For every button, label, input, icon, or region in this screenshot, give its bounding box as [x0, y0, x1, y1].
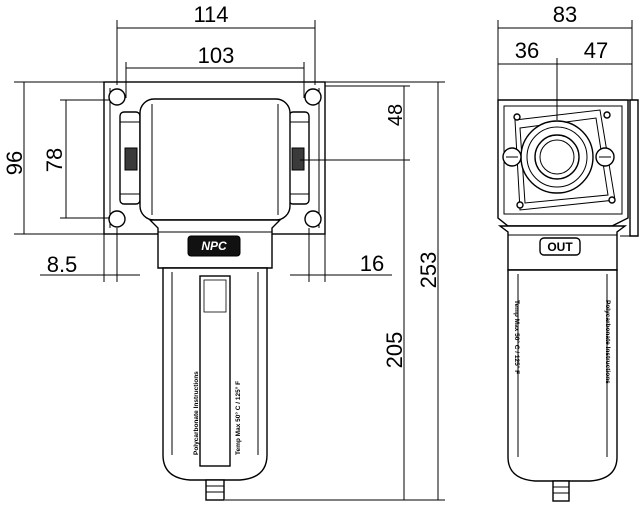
dim-103: 103: [198, 43, 235, 68]
out-port-label-box: [539, 237, 581, 256]
side-bowl-text-left: Temp Max 50° C / 125° F: [513, 300, 521, 374]
side-bowl-text-right: Polycarbonate Instructions: [604, 300, 611, 384]
dim-48: 48: [385, 104, 407, 126]
dim-36: 36: [515, 38, 539, 63]
mounting-hole-top-right: [304, 88, 322, 106]
side-port-bore: [534, 134, 580, 180]
front-view: NPC Polycarbonate Instructions Temp Max …: [103, 81, 326, 501]
side-filter-bowl: [507, 269, 618, 482]
mounting-hole-bottom-right: [304, 210, 322, 228]
out-port-label: OUT: [547, 240, 573, 254]
dim-205: 205: [382, 332, 407, 369]
mounting-hole-bottom-left: [108, 210, 126, 228]
drain-valve: [205, 479, 225, 501]
brand-plate: [187, 235, 241, 257]
brand-logo: NPC: [201, 239, 227, 253]
mounting-hole-top-left: [108, 88, 126, 106]
left-port-clamp: [124, 147, 138, 171]
bowl-text-temp: Temp Max 50° C / 125° F: [234, 381, 242, 455]
dim-253: 253: [416, 252, 441, 289]
bowl-text-instructions: Polycarbonate Instructions: [193, 371, 200, 455]
right-port-clamp: [291, 147, 305, 171]
dim-47: 47: [584, 38, 608, 63]
dim-83: 83: [553, 2, 577, 27]
filter-head-body: [139, 98, 291, 221]
dim-96: 96: [2, 151, 27, 175]
side-drain-valve: [552, 480, 570, 502]
dim-78: 78: [42, 148, 67, 172]
side-dimensions: 83 36 47: [497, 2, 633, 120]
dim-16: 16: [360, 251, 384, 276]
front-dimensions: 114 103 96 78 8.5 16 48 205: [2, 2, 445, 501]
dim-114: 114: [193, 2, 228, 27]
dim-8-5: 8.5: [47, 252, 78, 277]
side-view: OUT Temp Max 50° C / 125° F Polycarbonat…: [497, 99, 639, 502]
